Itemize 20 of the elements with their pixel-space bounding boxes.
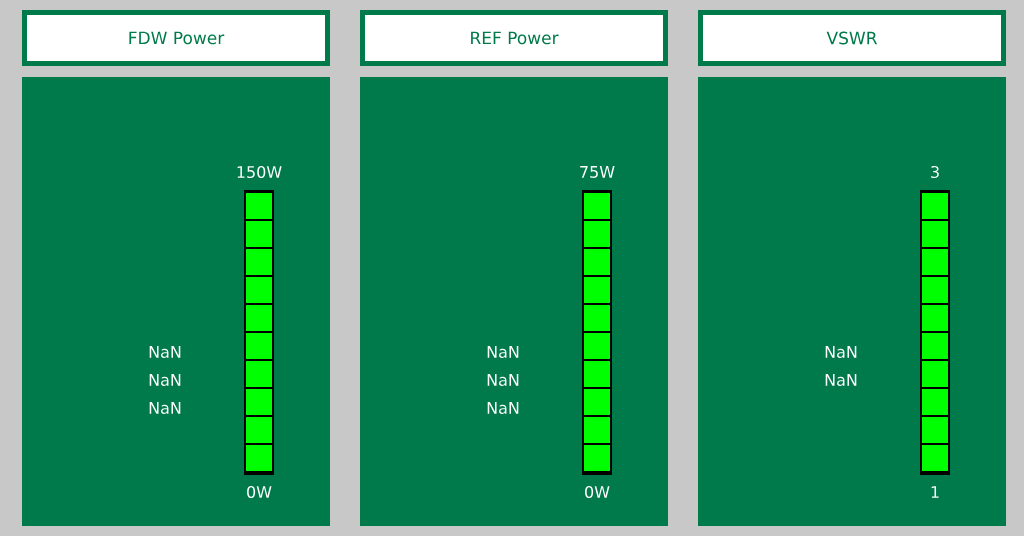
- scale-label: 0W: [247, 485, 272, 499]
- reading-value: NaN: [487, 402, 519, 414]
- reading-value: NaN: [825, 374, 857, 386]
- reading-value: NaN: [825, 346, 857, 358]
- scale-label: 1: [931, 486, 939, 498]
- reading-value: NaN: [487, 374, 519, 386]
- reading-value: NaN: [487, 346, 519, 358]
- scale-label: 75W: [580, 166, 615, 178]
- title-box: FDW Power: [22, 10, 330, 66]
- title-box: REF Power: [360, 10, 668, 66]
- reading-value: NaN: [149, 402, 181, 414]
- reading-value: NaN: [149, 346, 181, 358]
- scale-label: 150W: [237, 165, 282, 179]
- bar-gauge: [920, 190, 950, 475]
- scale-label: 0W: [585, 485, 610, 499]
- scale-label: 3: [931, 165, 939, 179]
- bar-gauge: [582, 190, 612, 475]
- bar-gauge: [244, 190, 274, 475]
- reading-value: NaN: [149, 374, 181, 386]
- title-box: VSWR: [698, 10, 1006, 66]
